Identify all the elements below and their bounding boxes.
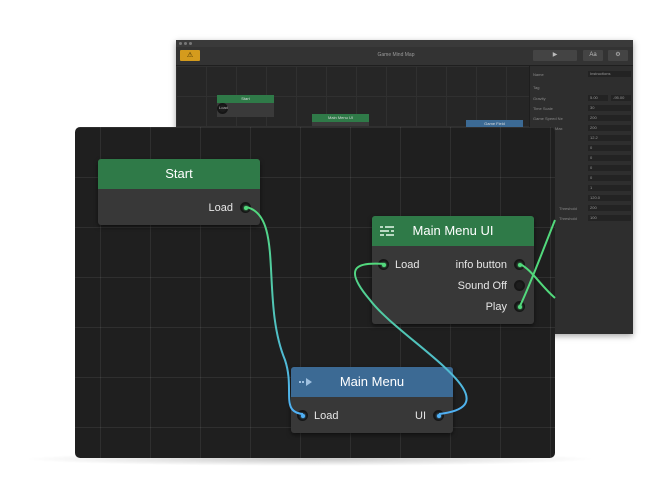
mini-node-start[interactable]: Start Load: [217, 95, 274, 117]
node-start-port-load[interactable]: [240, 202, 251, 213]
mini-node-main-menu-ui[interactable]: Main Menu UI: [312, 114, 369, 126]
property-row: Threshold 100: [533, 215, 631, 222]
property-field[interactable]: 12.2: [588, 135, 631, 141]
property-row: 12.2: [533, 135, 631, 142]
node-main-menu-ui-port-info-button-label: info button: [455, 259, 507, 271]
node-main-menu-ui-port-play[interactable]: [514, 301, 525, 312]
node-main-menu-ui-port-info-button[interactable]: [514, 259, 525, 270]
settings-button[interactable]: ⚙: [608, 50, 628, 61]
property-row: Max 200: [533, 125, 631, 132]
property-field[interactable]: 200: [588, 125, 631, 131]
toolbar: ⚠ Game Mind Map ▶ Aa ⚙: [176, 47, 633, 66]
node-main-menu-port-load[interactable]: [297, 410, 308, 421]
property-field[interactable]: -95.00: [611, 95, 631, 101]
property-field[interactable]: 0: [588, 175, 631, 181]
title-bar: [176, 40, 633, 47]
property-row: 0: [533, 165, 631, 172]
property-label: Max: [555, 126, 563, 131]
property-row: Gravity 5.00-95.00: [533, 95, 631, 102]
window-zoom-dot[interactable]: [189, 42, 192, 45]
property-label: Threshold: [559, 206, 577, 211]
property-label: Tag: [533, 85, 540, 90]
node-start-title[interactable]: Start: [98, 159, 260, 189]
node-graph-window[interactable]: Start Load Main Menu UI Load info button…: [75, 127, 555, 458]
property-field[interactable]: 30: [588, 105, 631, 111]
mini-node-game-field[interactable]: Game Field: [466, 120, 523, 129]
window-minimize-dot[interactable]: [184, 42, 187, 45]
property-row: 120.0: [533, 195, 631, 202]
property-row: 1: [533, 185, 631, 192]
property-row: Name Instructions: [533, 71, 631, 78]
flow-graph-icon: [380, 226, 394, 236]
property-field[interactable]: 0: [588, 165, 631, 171]
property-field[interactable]: 0: [588, 145, 631, 151]
property-field[interactable]: 1: [588, 185, 631, 191]
property-row: Time Scale 30: [533, 105, 631, 112]
property-field[interactable]: 120.0: [588, 195, 631, 201]
node-main-menu-ui-port-load[interactable]: [378, 259, 389, 270]
property-row: Game Speed Ne 200: [533, 115, 631, 122]
window-close-dot[interactable]: [179, 42, 182, 45]
mini-node-main-menu-ui-title: Main Menu UI: [312, 114, 369, 122]
node-main-menu-ui-port-load-label: Load: [395, 259, 420, 271]
label-button[interactable]: Aa: [583, 50, 603, 61]
property-row: 0: [533, 145, 631, 152]
property-label: Name: [533, 72, 544, 77]
node-main-menu-ui-port-sound-off[interactable]: [514, 280, 525, 291]
node-main-menu-port-ui-label: UI: [415, 410, 426, 422]
node-main-menu-port-load-label: Load: [314, 410, 339, 422]
mini-node-game-field-title: Game Field: [466, 120, 523, 128]
play-button[interactable]: ▶: [533, 50, 577, 61]
scene-arrow-icon: [299, 378, 312, 386]
property-label: Time Scale: [533, 106, 553, 111]
mini-node-start-title: Start: [217, 95, 274, 103]
property-row: Threshold 200: [533, 205, 631, 212]
property-field[interactable]: 200: [588, 115, 631, 121]
property-row: Tag: [533, 84, 631, 91]
node-main-menu-title[interactable]: Main Menu: [291, 367, 453, 397]
mini-node-start-port: Load: [217, 103, 228, 114]
node-start[interactable]: Start Load: [98, 159, 260, 225]
property-row: 0: [533, 175, 631, 182]
property-field[interactable]: 0: [588, 155, 631, 161]
node-main-menu[interactable]: Main Menu Load UI: [291, 367, 453, 433]
property-label: Gravity: [533, 96, 546, 101]
property-row: 0: [533, 155, 631, 162]
property-field[interactable]: 5.00: [588, 95, 608, 101]
property-field[interactable]: 200: [588, 205, 631, 211]
property-label: Threshold: [559, 216, 577, 221]
property-field[interactable]: 100: [588, 215, 631, 221]
node-main-menu-ui-port-play-label: Play: [485, 301, 507, 313]
node-main-menu-port-ui[interactable]: [433, 410, 444, 421]
node-main-menu-ui-title[interactable]: Main Menu UI: [372, 216, 534, 246]
node-main-menu-ui-port-sound-off-label: Sound Off: [457, 280, 507, 292]
property-field[interactable]: Instructions: [588, 71, 631, 77]
property-label: Game Speed Ne: [533, 116, 563, 121]
node-start-port-load-label: Load: [208, 202, 233, 214]
window-title: Game Mind Map: [377, 52, 415, 58]
node-main-menu-ui[interactable]: Main Menu UI Load info button Sound Off …: [372, 216, 534, 324]
warning-button[interactable]: ⚠: [180, 50, 200, 61]
